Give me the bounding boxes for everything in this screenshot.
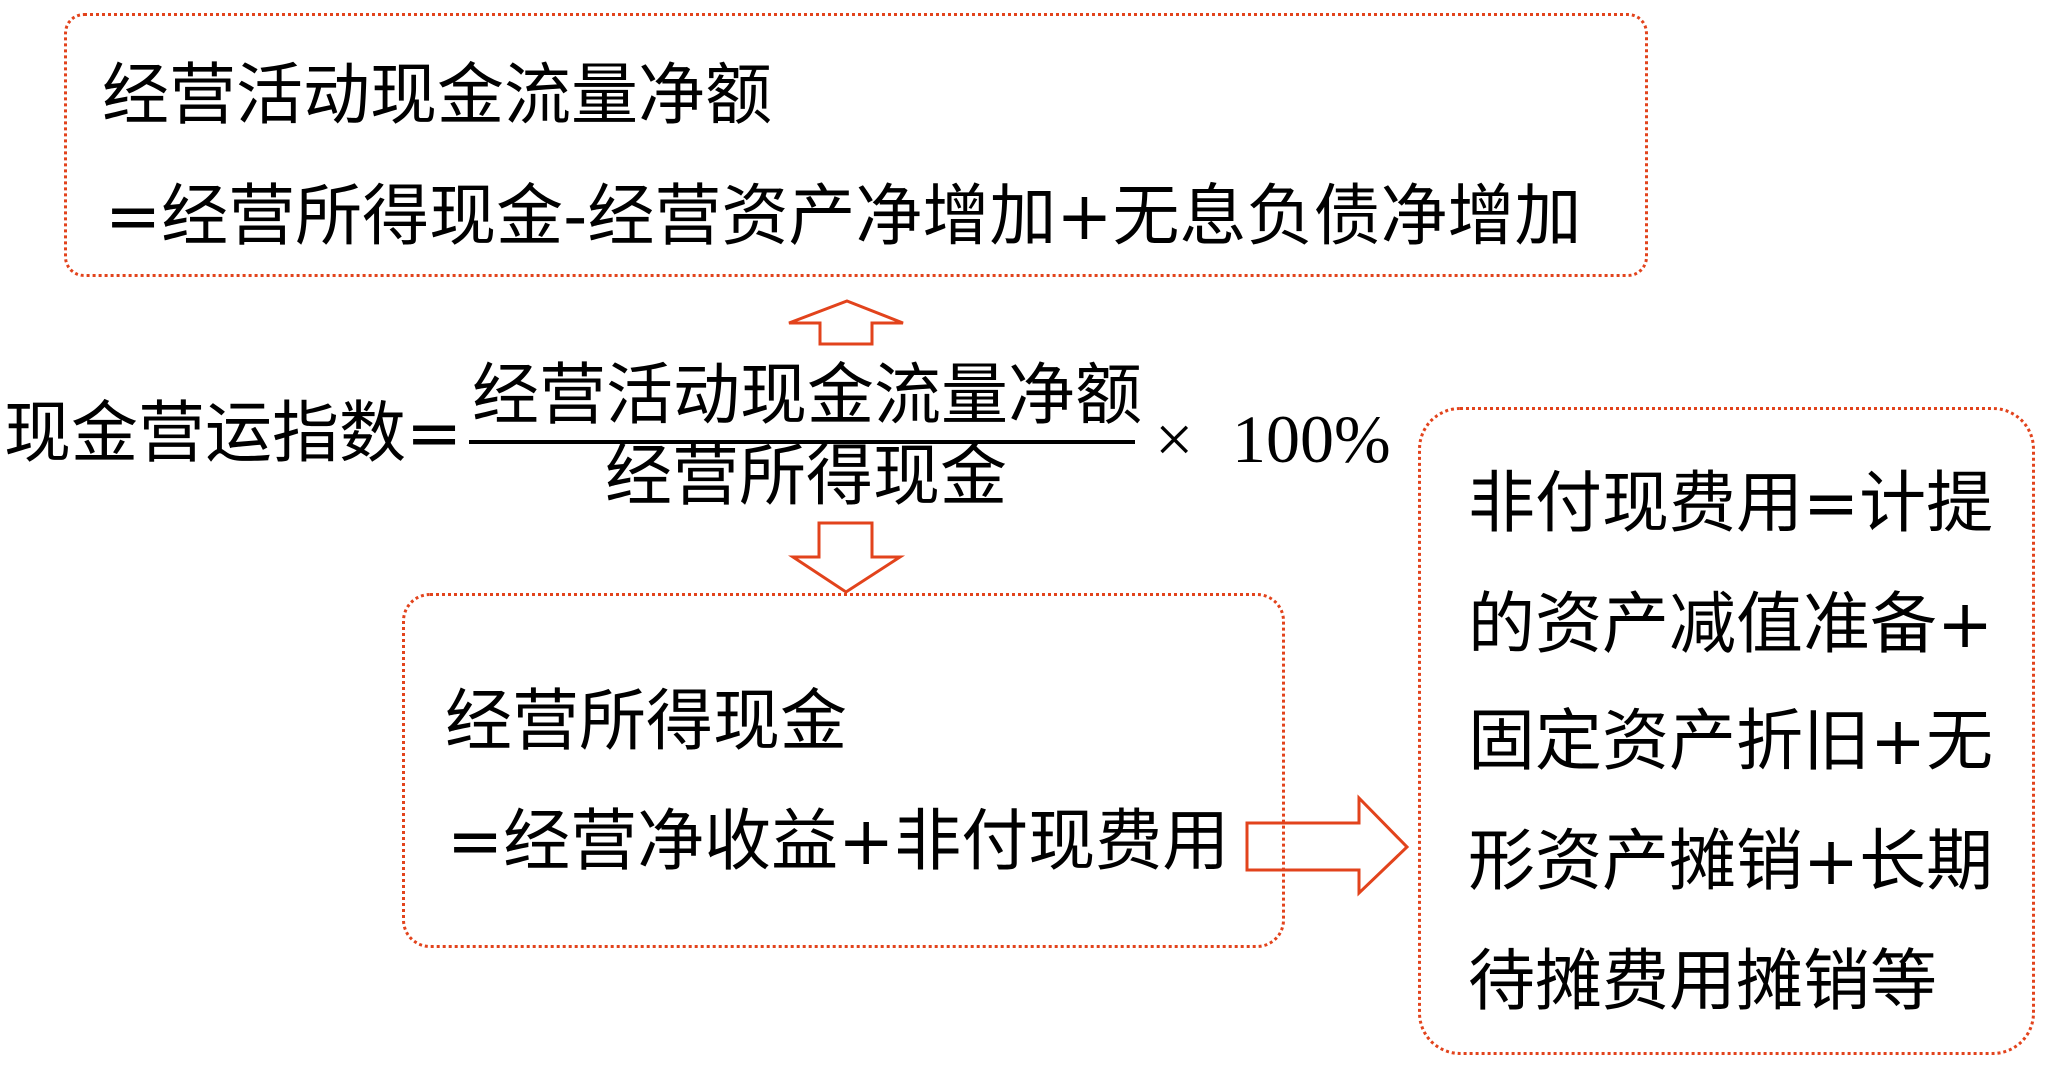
formula-denominator: 经营所得现金 [605,437,1007,515]
top-box-title: 经营活动现金流量净额 [102,56,772,134]
right-box-line: 形资产摊销+长期 [1468,822,1994,900]
arrow-up-icon [788,299,904,346]
top-box-equation: =经营所得现金-经营资产净增加+无息负债净增加 [105,177,1582,255]
percent-value: 100% [1232,401,1391,477]
formula-lhs: 现金营运指数= [4,394,463,472]
middle-box-title: 经营所得现金 [445,682,847,760]
top-definition-box [64,13,1648,277]
right-definition-box [1418,407,2035,1055]
right-box-line: 的资产减值准备+ [1468,585,1994,663]
fraction-bar [469,440,1135,444]
right-box-line: 非付现费用=计提 [1468,464,1994,542]
multiply-sign: × [1155,401,1194,477]
right-box-line: 固定资产折旧+无 [1468,702,1994,780]
arrow-down-icon [788,521,906,594]
formula-numerator: 经营活动现金流量净额 [472,356,1142,434]
middle-definition-box [402,593,1285,948]
middle-box-equation: =经营净收益+非付现费用 [447,802,1230,880]
right-box-line: 待摊费用摊销等 [1468,942,1937,1020]
